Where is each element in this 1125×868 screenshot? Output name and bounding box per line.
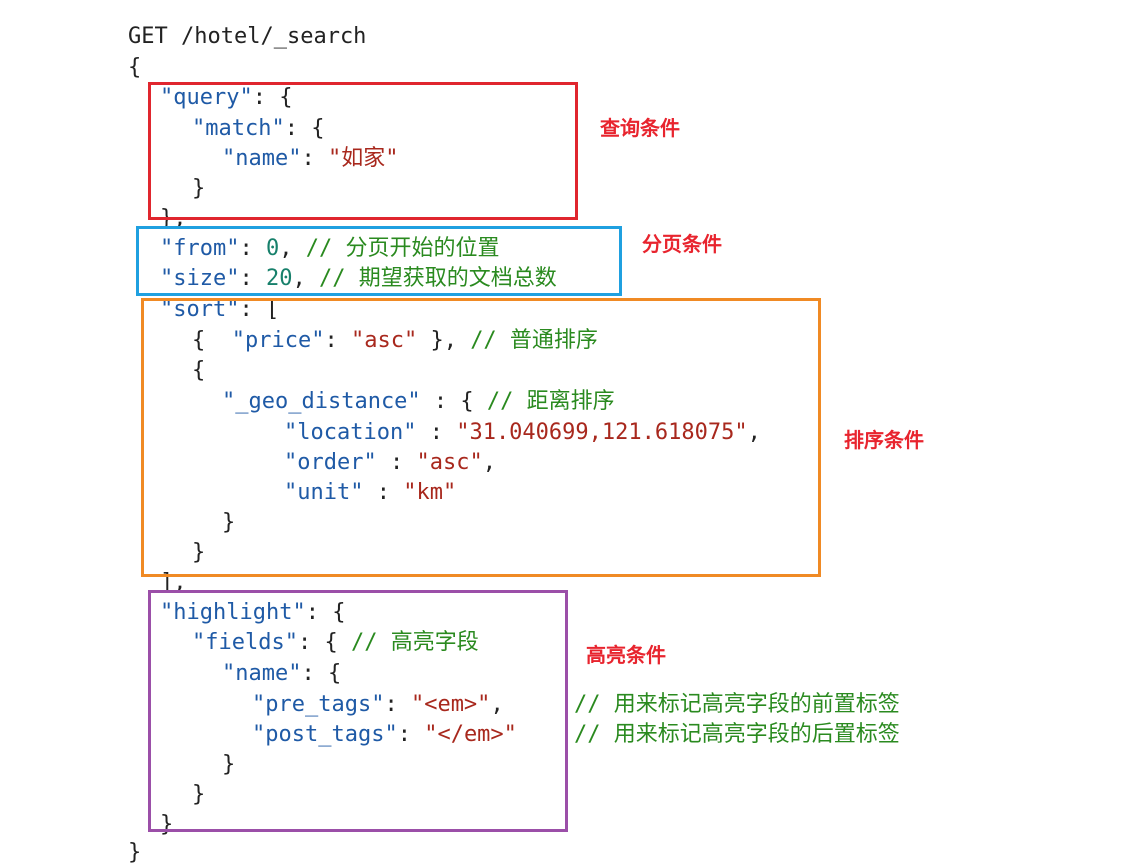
highlight-name-close: } bbox=[222, 752, 236, 777]
paging-section-box bbox=[136, 226, 622, 296]
post-tags-line: "post_tags": "</em>" bbox=[252, 722, 517, 747]
highlight-line: "highlight": { bbox=[160, 600, 346, 625]
name-value: "如家" bbox=[327, 146, 399, 171]
location-key: "location" bbox=[284, 420, 417, 445]
http-method: GET bbox=[128, 24, 168, 49]
geo-distance-comment: // 距离排序 bbox=[486, 389, 615, 414]
root-close-brace: } bbox=[128, 840, 142, 865]
geo-item-open: { bbox=[192, 358, 206, 383]
order-line: "order" : "asc", bbox=[284, 450, 496, 475]
paging-annotation: 分页条件 bbox=[642, 232, 722, 256]
request-path: /hotel/_search bbox=[181, 24, 367, 49]
from-comment: // 分页开始的位置 bbox=[305, 236, 500, 261]
request-line: GET /hotel/_search bbox=[128, 22, 366, 52]
pre-tags-line: "pre_tags": "<em>", bbox=[252, 692, 504, 717]
size-comment: // 期望获取的文档总数 bbox=[318, 266, 557, 291]
unit-value: "km" bbox=[403, 480, 457, 505]
match-key: "match" bbox=[192, 116, 285, 141]
post-tags-value: "</em>" bbox=[424, 722, 517, 747]
from-line: "from": 0, // 分页开始的位置 bbox=[160, 236, 500, 261]
highlight-name-line: "name": { bbox=[222, 661, 342, 686]
sort-key: "sort" bbox=[160, 297, 240, 322]
sort-line: "sort": [ bbox=[160, 297, 280, 322]
pre-tags-value: "<em>" bbox=[410, 692, 491, 717]
query-section-box bbox=[148, 82, 578, 220]
size-line: "size": 20, // 期望获取的文档总数 bbox=[160, 266, 557, 291]
size-key: "size" bbox=[160, 266, 240, 291]
price-key: "price" bbox=[231, 328, 325, 353]
order-value: "asc" bbox=[416, 450, 483, 475]
price-comment: // 普通排序 bbox=[470, 328, 598, 353]
from-value: 0 bbox=[265, 236, 280, 261]
pre-tags-comment: // 用来标记高亮字段的前置标签 bbox=[574, 692, 900, 717]
location-value: "31.040699,121.618075" bbox=[456, 420, 748, 445]
from-key: "from" bbox=[160, 236, 240, 261]
size-value: 20 bbox=[265, 266, 293, 291]
fields-line: "fields": { // 高亮字段 bbox=[192, 630, 479, 655]
highlight-section-box bbox=[148, 590, 568, 832]
name-line: "name": "如家" bbox=[222, 146, 399, 171]
name-key: "name" bbox=[222, 146, 302, 171]
match-line: "match": { bbox=[192, 116, 325, 141]
post-tags-comment: // 用来标记高亮字段的后置标签 bbox=[574, 722, 900, 747]
post-tags-key: "post_tags" bbox=[252, 722, 398, 747]
price-line: { "price": "asc" }, // 普通排序 bbox=[192, 328, 598, 353]
fields-key: "fields" bbox=[192, 630, 298, 655]
root-open-brace: { bbox=[128, 55, 142, 80]
geo-distance-close: } bbox=[222, 510, 236, 535]
location-line: "location" : "31.040699,121.618075", bbox=[284, 420, 761, 445]
sort-section-box bbox=[141, 298, 821, 577]
geo-item-close: } bbox=[192, 540, 206, 565]
unit-key: "unit" bbox=[284, 480, 364, 505]
highlight-key: "highlight" bbox=[160, 600, 306, 625]
match-close: } bbox=[192, 176, 206, 201]
query-line: "query": { bbox=[160, 85, 293, 110]
query-key: "query" bbox=[160, 85, 253, 110]
unit-line: "unit" : "km" bbox=[284, 480, 457, 505]
order-key: "order" bbox=[284, 450, 377, 475]
pre-tags-key: "pre_tags" bbox=[252, 692, 385, 717]
geo-distance-line: "_geo_distance" : { // 距离排序 bbox=[222, 389, 615, 414]
highlight-annotation: 高亮条件 bbox=[586, 643, 666, 667]
fields-comment: // 高亮字段 bbox=[350, 630, 479, 655]
geo-distance-key: "_geo_distance" bbox=[222, 389, 421, 414]
fields-close: } bbox=[192, 782, 206, 807]
price-value: "asc" bbox=[350, 328, 418, 353]
highlight-name-key: "name" bbox=[222, 661, 302, 686]
query-annotation: 查询条件 bbox=[600, 116, 680, 140]
sort-annotation: 排序条件 bbox=[844, 428, 924, 452]
